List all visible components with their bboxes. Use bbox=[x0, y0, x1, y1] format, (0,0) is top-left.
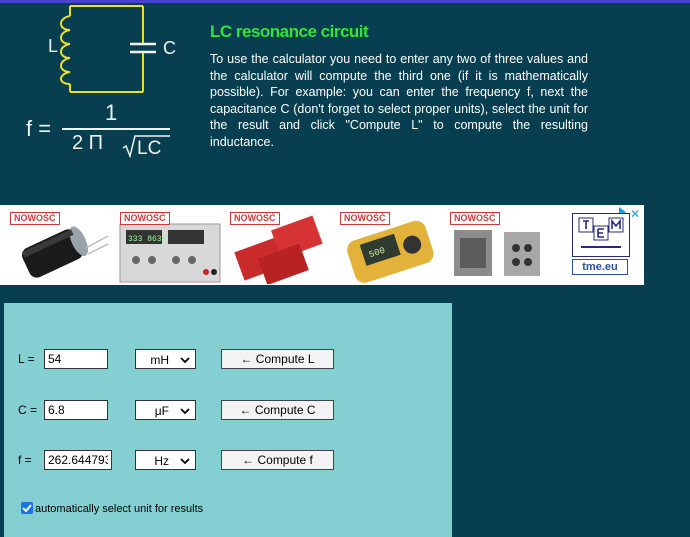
checkmark-icon bbox=[22, 504, 32, 513]
ad-product-multimeter[interactable]: NOWOŚĆ 500 bbox=[336, 208, 442, 284]
capacitance-unit-value: μF bbox=[154, 404, 169, 418]
inductance-label: L = bbox=[18, 352, 35, 366]
close-icon[interactable]: ✕ bbox=[629, 207, 640, 221]
page-title: LC resonance circuit bbox=[210, 22, 369, 41]
converter-modules-image bbox=[234, 215, 323, 286]
capacitance-row: C = μF ← Compute C bbox=[4, 400, 452, 422]
capacitance-input[interactable] bbox=[44, 400, 108, 420]
calculator-panel: L = mH ← Compute L C = μF ← Compute C f … bbox=[4, 303, 452, 537]
formula-numerator: 1 bbox=[105, 100, 118, 125]
lc-circuit-diagram: L C bbox=[0, 0, 200, 165]
tme-logo[interactable] bbox=[572, 213, 630, 257]
svg-text:500: 500 bbox=[368, 246, 387, 261]
frequency-unit-select[interactable]: Hz bbox=[135, 450, 196, 470]
circuit-schematic bbox=[60, 5, 156, 93]
ad-product-converter[interactable]: NOWOŚĆ bbox=[226, 208, 332, 286]
inductance-unit-value: mH bbox=[150, 353, 169, 367]
compute-f-button[interactable]: ← Compute f bbox=[221, 450, 334, 470]
top-accent-line bbox=[0, 0, 690, 3]
sqrt-icon: LC bbox=[122, 135, 170, 159]
auto-unit-checkbox[interactable] bbox=[21, 502, 33, 514]
formula-denominator: 2 Π bbox=[72, 132, 104, 154]
chevron-down-icon bbox=[180, 458, 190, 465]
formula-fraction-bar bbox=[62, 128, 170, 130]
frequency-unit-value: Hz bbox=[154, 454, 169, 468]
chevron-down-icon bbox=[180, 408, 190, 415]
frequency-row: f = Hz ← Compute f bbox=[4, 450, 452, 472]
auto-unit-option[interactable]: automatically select unit for results bbox=[21, 502, 203, 515]
tme-logo-mark bbox=[578, 217, 624, 248]
auto-unit-label: automatically select unit for results bbox=[35, 503, 204, 515]
inductance-input[interactable] bbox=[44, 349, 108, 369]
capacitor-label: C bbox=[163, 38, 176, 58]
ad-banner[interactable]: NOWOŚĆ NOWOŚĆ 333 8630 NOWOŚĆ bbox=[0, 205, 644, 286]
tme-url[interactable]: tme.eu bbox=[572, 259, 628, 275]
capacitance-unit-select[interactable]: μF bbox=[135, 400, 196, 420]
formula-lhs: f = bbox=[26, 116, 52, 141]
formula-sqrt: LC bbox=[122, 134, 172, 163]
frequency-label: f = bbox=[18, 453, 32, 467]
compute-c-button[interactable]: ← Compute C bbox=[221, 400, 334, 420]
svg-text:333 8630: 333 8630 bbox=[128, 235, 167, 244]
chevron-down-icon bbox=[180, 357, 190, 364]
capacitor-image bbox=[22, 226, 109, 278]
page-description: To use the calculator you need to enter … bbox=[210, 52, 588, 149]
multimeter-image: 500 bbox=[347, 220, 434, 283]
inductance-row: L = mH ← Compute L bbox=[4, 349, 452, 371]
connector-image bbox=[454, 230, 540, 276]
capacitor-plates bbox=[130, 42, 156, 54]
new-badge: NOWOŚĆ bbox=[120, 212, 170, 225]
new-badge: NOWOŚĆ bbox=[340, 212, 390, 225]
new-badge: NOWOŚĆ bbox=[450, 212, 500, 225]
inductor-coil bbox=[60, 15, 71, 85]
adchoices-icon[interactable] bbox=[619, 207, 626, 217]
frequency-input[interactable] bbox=[44, 450, 112, 470]
ad-product-connector[interactable]: NOWOŚĆ bbox=[446, 208, 552, 284]
compute-l-button[interactable]: ← Compute L bbox=[221, 349, 334, 369]
inductor-label: L bbox=[48, 36, 59, 56]
capacitance-label: C = bbox=[18, 403, 38, 417]
inductance-unit-select[interactable]: mH bbox=[135, 349, 196, 369]
power-supply-image: 333 8630 bbox=[119, 223, 221, 283]
ad-product-capacitor[interactable]: NOWOŚĆ bbox=[6, 208, 112, 284]
new-badge: NOWOŚĆ bbox=[10, 212, 60, 225]
formula-sqrt-arg: LC bbox=[137, 138, 161, 158]
ad-product-power-supply[interactable]: NOWOŚĆ 333 8630 bbox=[116, 208, 222, 284]
new-badge: NOWOŚĆ bbox=[230, 212, 280, 225]
